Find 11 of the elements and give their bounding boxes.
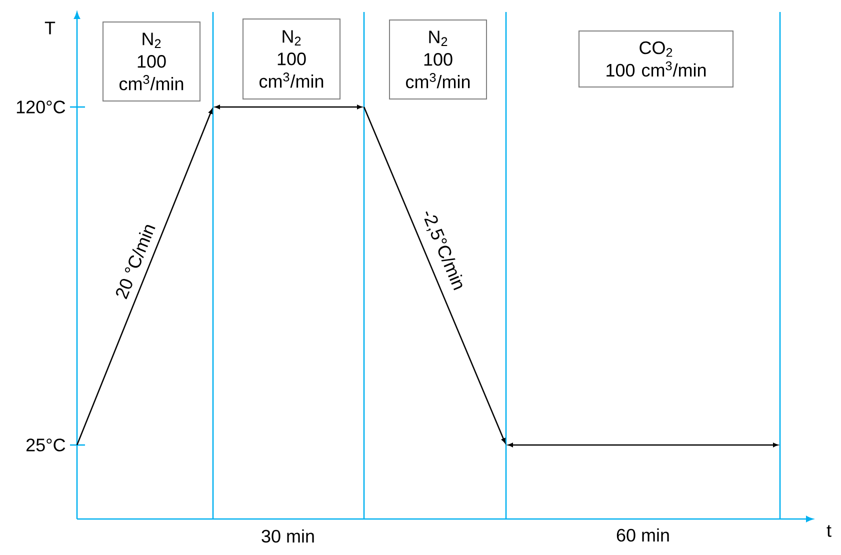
rate-label: 20 °C/min — [116, 224, 156, 300]
axis-label: t — [826, 525, 832, 537]
tick-label: 120°C — [16, 100, 66, 114]
flow-box: N$_{2}$ 100 cm$^{3}$/min — [389, 20, 487, 100]
flow-box: CO$_{2}$ 100 cm$^{3}$/min — [578, 30, 734, 88]
flow-box: N$_{2}$ 100 cm$^{3}$/min — [102, 22, 200, 102]
tick-label: 25°C — [26, 438, 66, 452]
flow-box: N$_{2}$ 100 cm$^{3}$/min — [242, 18, 340, 100]
duration-label: 60 min — [616, 528, 669, 542]
axis-label: T — [44, 22, 56, 34]
duration-label: 30 min — [262, 529, 314, 543]
